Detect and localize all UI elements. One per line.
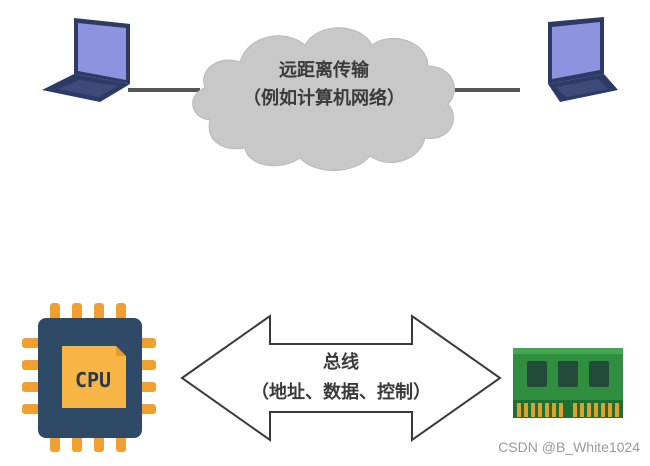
cpu-label: CPU [75, 368, 111, 392]
watermark-text: CSDN @B_White1024 [498, 439, 640, 455]
cpu-chip-icon [22, 303, 156, 452]
network-label-line2: （例如计算机网络） [243, 87, 405, 109]
right-laptop-icon [548, 17, 618, 102]
bus-label-line2: （地址、数据、控制） [251, 381, 431, 403]
bus-label-line1: 总线 [323, 351, 359, 373]
memory-module-icon [513, 348, 623, 418]
network-label-line1: 远距离传输 [279, 59, 370, 81]
left-laptop-icon [42, 18, 130, 102]
bus-double-arrow [180, 314, 502, 442]
cloud-icon [192, 27, 455, 171]
